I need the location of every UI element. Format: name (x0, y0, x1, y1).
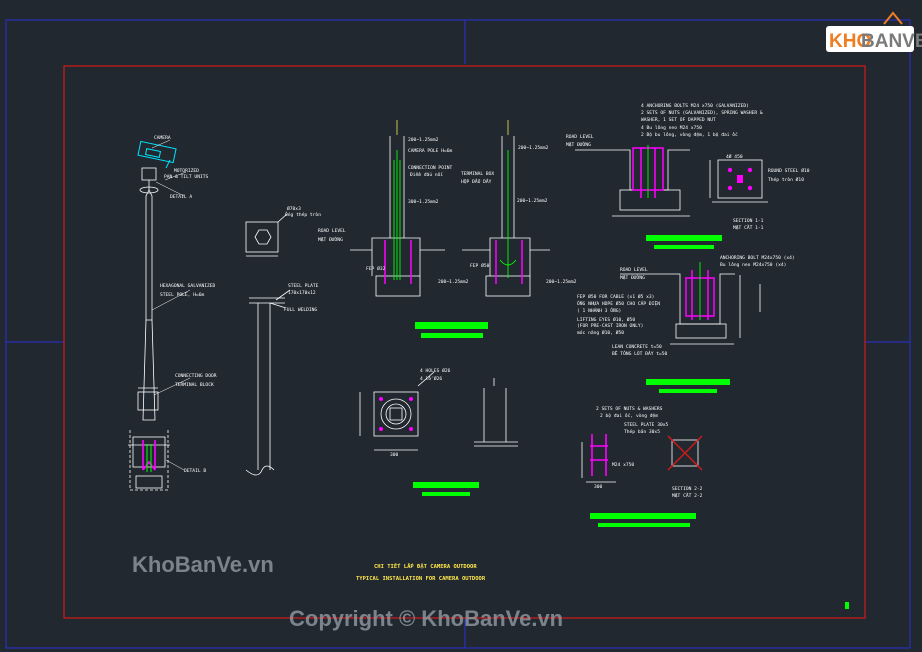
label-a-road-vn: MẶT ĐƯỜNG (318, 236, 343, 243)
label-22-nuts-vn: 2 bộ đai ốc, vòng đệm (600, 412, 658, 419)
label-pole-od-vn: Ống thép tròn (285, 211, 321, 218)
base-plate-elevation (474, 378, 518, 447)
anchor-note-line: WASHER, 1 SET OF DAPPED NUT (641, 117, 716, 123)
label-plate-size: 170x170x12 (288, 290, 316, 296)
anchor-note-line: 4 Bu lông neo M24 x750 (641, 124, 702, 131)
title-bar (598, 523, 690, 527)
label-connecting-door: CONNECTING DOOR (175, 373, 217, 379)
label-a-camera-pole: CAMERA POLE H=6m (408, 148, 452, 154)
label-fep-note: FEP Ø50 FOR CABLE (x1 Ø5 x3) (577, 293, 654, 300)
title-bar (422, 492, 470, 496)
label-road-level-2: ROAD LEVEL (620, 267, 648, 273)
label-lifting: móc nâng Ø10, Ø50 (577, 329, 624, 336)
label-lean-concrete-vn: BÊ TÔNG LÓT ĐÁY t=50 (612, 349, 668, 357)
label-terminal-block: TERMINAL BLOCK (175, 382, 214, 388)
label-road-vn: MẶT ĐƯỜNG (566, 141, 591, 148)
title-bar (659, 389, 717, 393)
section-2-2-anchor: 2 SETS OF NUTS & WASHERS 2 bộ đai ốc, vò… (581, 406, 696, 527)
base-plate-plan: 4 HOLES Ø26 4 lỗ Ø26 300 (359, 367, 479, 496)
foundation-elevation-b: 200~1.25mm2 TERMINAL BOX HỘP ĐẤU DÂY 200… (461, 120, 577, 297)
drawing-title-vn: CHI TIẾT LẮP ĐẶT CAMERA OUTDOOR (374, 562, 477, 570)
label-section-22-vn: MẶT CẮT 2-2 (672, 492, 703, 499)
label-b-terminal-vn: HỘP ĐẤU DÂY (461, 177, 492, 185)
label-plan-dim: 300 (390, 452, 399, 458)
label-22-plate-vn: Thép bản 30x5 (624, 428, 660, 435)
foundation-detail: ANCHORING BOLT M24x750 (x4) Bu lông neo … (577, 255, 795, 393)
label-a-dim1: 200~1.25mm2 (408, 137, 439, 143)
label-a-fep: FEP Ø32 (366, 265, 386, 272)
label-holes: 4 HOLES Ø26 (420, 367, 451, 374)
title-bar (413, 482, 479, 488)
label-section-11-vn: MẶT CẮT 1-1 (733, 224, 764, 231)
label-detail-b: DETAIL B (184, 468, 206, 474)
label-steel-plate: STEEL PLATE (288, 283, 319, 289)
title-bar (646, 379, 730, 385)
anchor-notes: 4 ANCHORING BOLTS M24 x750 (GALVANIZED) … (641, 103, 763, 138)
label-pole-od: Ø70x3 (287, 205, 301, 212)
label-b-fep: FEP Ø50 (470, 262, 490, 269)
outer-frame (5, 19, 911, 649)
label-camera: CAMERA (154, 135, 171, 141)
anchor-note-line: 2 SETS OF NUTS (GALVANIZED), SPRING WASH… (641, 110, 763, 116)
label-anchoring-vn: Bu lông neo M24x750 (x4) (720, 261, 786, 268)
label-section-22: SECTION 2-2 (672, 486, 703, 492)
label-round-steel-vn: Thép tròn Ø10 (768, 176, 804, 183)
khobanve-logo: KHO BANVE (826, 11, 922, 52)
watermark-site: KhoBanVe.vn (132, 552, 274, 577)
label-a-road: ROAD LEVEL (318, 228, 346, 234)
label-22-dim: 300 (594, 484, 603, 490)
logo-text-banve: BANVE (861, 31, 922, 52)
label-22-nuts: 2 SETS OF NUTS & WASHERS (596, 406, 663, 412)
label-lean-concrete: LEAN CONCRETE t=50 (612, 344, 662, 350)
section-1-1: 4Ø 450 ROUND STEEL Ø10 Thép tròn Ø10 SEC… (709, 153, 810, 231)
label-fep-note: ỐNG NHỰA HDPE Ø50 CHO CÁP ĐIỆN (577, 299, 660, 307)
label-b-dim1: 200~1.25mm2 (518, 145, 549, 151)
label-dim-11: 4Ø 450 (726, 153, 743, 160)
label-anchoring-bolt: ANCHORING BOLT M24x750 (x4) (720, 255, 795, 261)
label-a-connection-vn: Điểm đấu nối (410, 171, 443, 178)
pole-elevation: CAMERA MOTORIZED PAN & TILT UNITS DETAIL… (128, 135, 217, 491)
label-round-steel: ROUND STEEL Ø10 (768, 167, 810, 174)
section-2-2-plate: SECTION 2-2 MẶT CẮT 2-2 (667, 435, 703, 499)
pole-section: Ø70x3 Ống thép tròn STEEL PLATE 170x170x… (245, 205, 321, 476)
label-pan-tilt: PAN & TILT UNITS (164, 174, 208, 180)
label-22-plate: STEEL PLATE 30x5 (624, 422, 668, 428)
title-bar (415, 322, 488, 329)
foundation-section-small: ROAD LEVEL MẶT ĐƯỜNG (566, 134, 722, 249)
label-a-dim2: 300~1.25mm2 (408, 199, 439, 205)
label-section-11: SECTION 1-1 (733, 218, 764, 224)
label-a-dim3: 200~1.25mm2 (438, 279, 469, 285)
label-b-dim3: 200~1.25mm2 (546, 279, 577, 285)
label-lifting: LIFTING EYES Ø10, Ø50 (577, 316, 635, 323)
label-full-welding: FULL WELDING (284, 307, 317, 313)
title-bar (646, 235, 722, 241)
label-fep-note: ( 1 NHÁNH 3 ỐNG) (577, 307, 621, 314)
foundation-elevation-a: 200~1.25mm2 CAMERA POLE H=6m CONNECTION … (318, 120, 488, 338)
label-road-level: ROAD LEVEL (566, 134, 594, 140)
label-hex-pole-2: STEEL POLE, H=6m (160, 292, 204, 298)
drawing-title-en: TYPICAL INSTALLATION FOR CAMERA OUTDOOR (356, 576, 486, 582)
corner-mark (845, 602, 849, 609)
title-bar (590, 513, 696, 519)
title-block-border (63, 65, 866, 619)
label-hex-pole-1: HEXAGONAL GALVANIZED (160, 283, 216, 289)
label-b-terminal: TERMINAL BOX (461, 171, 494, 177)
title-bar (654, 245, 714, 249)
label-lifting: (FOR PRE-CAST IRON ONLY) (577, 323, 643, 329)
logo-text-kho: KHO (829, 31, 871, 52)
label-22-bolt: M24 x750 (612, 462, 634, 468)
label-a-connection: CONNECTION POINT (408, 165, 452, 171)
title-bar (421, 333, 483, 338)
label-road-vn-2: MẶT ĐƯỜNG (620, 274, 645, 281)
label-motorized: MOTORIZED (174, 168, 199, 174)
anchor-note-line: 2 Bộ bu lông, vòng đệm, 1 bộ đai ốc (641, 131, 738, 138)
anchor-note-line: 4 ANCHORING BOLTS M24 x750 (GALVANIZED) (641, 103, 749, 109)
label-detail-a: DETAIL A (170, 194, 192, 200)
label-b-dim2: 200~1.25mm2 (517, 198, 548, 204)
label-holes-vn: 4 lỗ Ø26 (420, 375, 442, 382)
watermark-copyright: Copyright © KhoBanVe.vn (289, 606, 563, 631)
